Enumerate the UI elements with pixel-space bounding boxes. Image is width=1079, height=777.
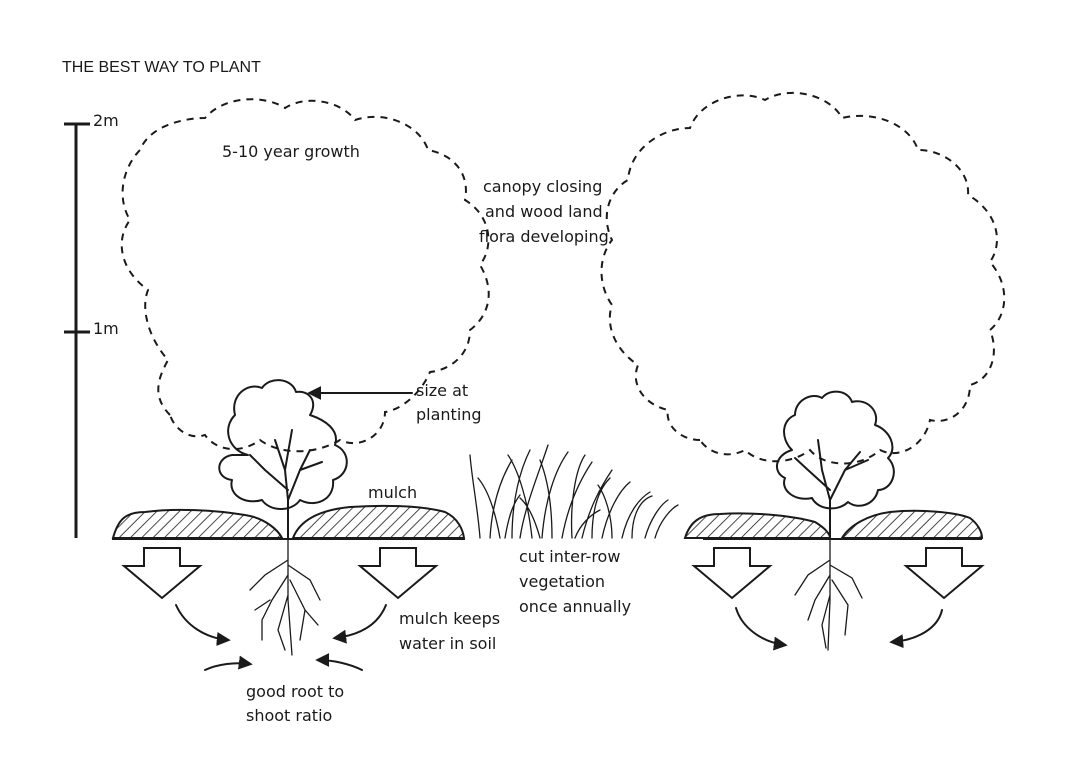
mulch-mound-right-2	[840, 509, 984, 539]
scale-label-1m: 1m	[93, 319, 119, 338]
curved-arrow-icon	[889, 609, 943, 649]
label-canopy-line2: and wood land	[485, 202, 603, 221]
label-size-at-line1: size at	[416, 381, 468, 400]
label-root-line2: shoot ratio	[246, 706, 332, 725]
down-arrow-icon	[121, 547, 203, 600]
scale-label-2m: 2m	[93, 111, 119, 130]
diagram-title: THE BEST WAY TO PLANT	[62, 59, 261, 76]
mulch-mound-right-1	[683, 512, 832, 539]
right-young-tree	[776, 390, 895, 651]
mulch-mound-left-2	[291, 504, 466, 539]
height-scale: 2m 1m	[64, 111, 119, 538]
label-cut-line1: cut inter-row	[519, 547, 620, 566]
down-arrow-icon	[357, 547, 439, 600]
label-size-at-line2: planting	[416, 405, 482, 424]
label-5-10-year-growth: 5-10 year growth	[222, 142, 360, 161]
label-canopy-line1: canopy closing	[483, 177, 602, 196]
inter-row-grass	[469, 444, 679, 539]
label-canopy-line3: flora developing	[479, 227, 609, 246]
curved-arrow-icon	[204, 655, 253, 671]
curved-arrow-icon	[175, 604, 231, 646]
label-keeps-line1: mulch keeps	[399, 609, 500, 628]
label-mulch: mulch	[368, 483, 417, 502]
down-arrow-icon	[691, 547, 773, 600]
right-canopy-outline	[600, 91, 1006, 465]
label-cut-line3: once annually	[519, 597, 631, 616]
mulch-mound-left-1	[111, 508, 284, 539]
label-cut-line2: vegetation	[519, 572, 605, 591]
label-keeps-line2: water in soil	[399, 634, 496, 653]
curved-arrow-icon	[735, 607, 788, 651]
curved-arrow-icon	[315, 653, 363, 671]
left-canopy-outline	[120, 98, 490, 453]
curved-arrow-icon	[332, 604, 387, 644]
left-young-tree	[218, 379, 348, 656]
label-root-line1: good root to	[246, 682, 344, 701]
down-arrow-icon	[903, 547, 985, 600]
